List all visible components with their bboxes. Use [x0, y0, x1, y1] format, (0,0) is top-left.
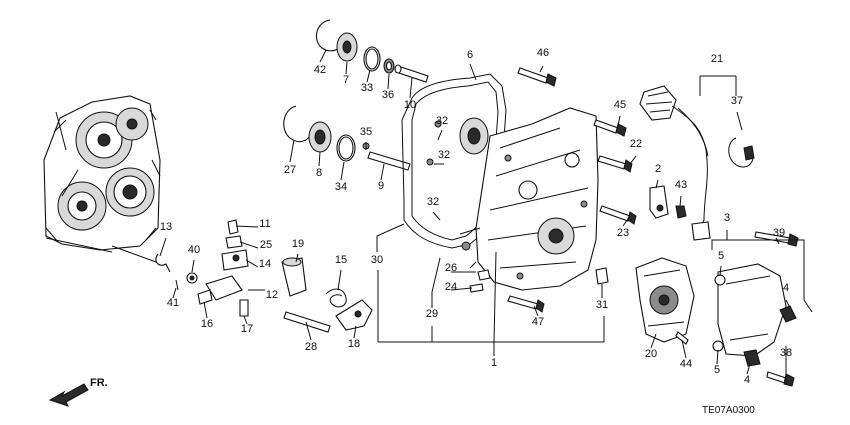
callout-c4b: 4 — [744, 374, 750, 386]
callout-c21: 21 — [711, 53, 723, 65]
diagram-code: TE07A0300 — [702, 405, 755, 416]
callout-c16: 16 — [201, 318, 213, 330]
callout-c1: 1 — [491, 357, 497, 369]
callout-c7: 7 — [343, 74, 349, 86]
callout-c32c: 32 — [427, 196, 439, 208]
callout-c27: 27 — [284, 164, 296, 176]
housing-bolts — [469, 67, 637, 313]
callout-c22: 22 — [630, 138, 642, 150]
callout-c3: 3 — [724, 212, 730, 224]
callout-c47: 47 — [532, 316, 544, 328]
callout-c29: 29 — [426, 308, 438, 320]
callout-c12: 12 — [266, 289, 278, 301]
leader-lines — [159, 49, 813, 384]
shift-lever-group — [155, 219, 373, 333]
callout-c43: 43 — [675, 179, 687, 191]
direction-marker-label: FR. — [90, 377, 108, 389]
callout-c23: 23 — [617, 227, 629, 239]
callout-c25: 25 — [260, 239, 272, 251]
callout-c5a: 5 — [718, 250, 724, 262]
callout-c35: 35 — [360, 126, 372, 138]
callout-c24: 24 — [445, 281, 457, 293]
callout-c33: 33 — [361, 82, 373, 94]
callout-c46: 46 — [537, 47, 549, 59]
seal-and-ring-group — [283, 19, 429, 171]
callout-c31: 31 — [596, 299, 608, 311]
transmission-gear-assembly — [43, 95, 161, 263]
callout-c15: 15 — [335, 254, 347, 266]
callout-c28: 28 — [305, 341, 317, 353]
callout-c45: 45 — [614, 99, 626, 111]
callout-c44: 44 — [680, 358, 692, 370]
callout-c19: 19 — [292, 238, 304, 250]
callout-c32a: 32 — [436, 115, 448, 127]
callout-c6: 6 — [467, 49, 473, 61]
callout-c20: 20 — [645, 348, 657, 360]
callout-c13: 13 — [160, 221, 172, 233]
callout-c17: 17 — [241, 323, 253, 335]
callout-c5b: 5 — [714, 364, 720, 376]
callout-c4a: 4 — [783, 282, 789, 294]
callout-c8: 8 — [316, 167, 322, 179]
shift-position-harness — [639, 85, 755, 241]
callout-c38: 38 — [780, 347, 792, 359]
callout-c26: 26 — [445, 262, 457, 274]
callout-c42: 42 — [314, 64, 326, 76]
transmission-housing — [459, 107, 599, 291]
callout-c37: 37 — [731, 95, 743, 107]
callout-c34: 34 — [335, 181, 347, 193]
callout-c30: 30 — [371, 254, 383, 266]
callout-c39: 39 — [773, 227, 785, 239]
bracket-and-bolt — [649, 185, 687, 219]
callout-c18: 18 — [348, 338, 360, 350]
front-direction-arrow: FR. — [48, 377, 108, 407]
callout-c32b: 32 — [438, 149, 450, 161]
callout-c2: 2 — [655, 163, 661, 175]
callout-c10: 10 — [404, 99, 416, 111]
callout-c41: 41 — [167, 297, 179, 309]
callout-c36: 36 — [382, 89, 394, 101]
callout-c40: 40 — [188, 244, 200, 256]
callout-c9: 9 — [378, 180, 384, 192]
shift-position-sensor — [635, 231, 799, 387]
callout-c14: 14 — [259, 258, 271, 270]
callout-c11: 11 — [259, 218, 270, 230]
